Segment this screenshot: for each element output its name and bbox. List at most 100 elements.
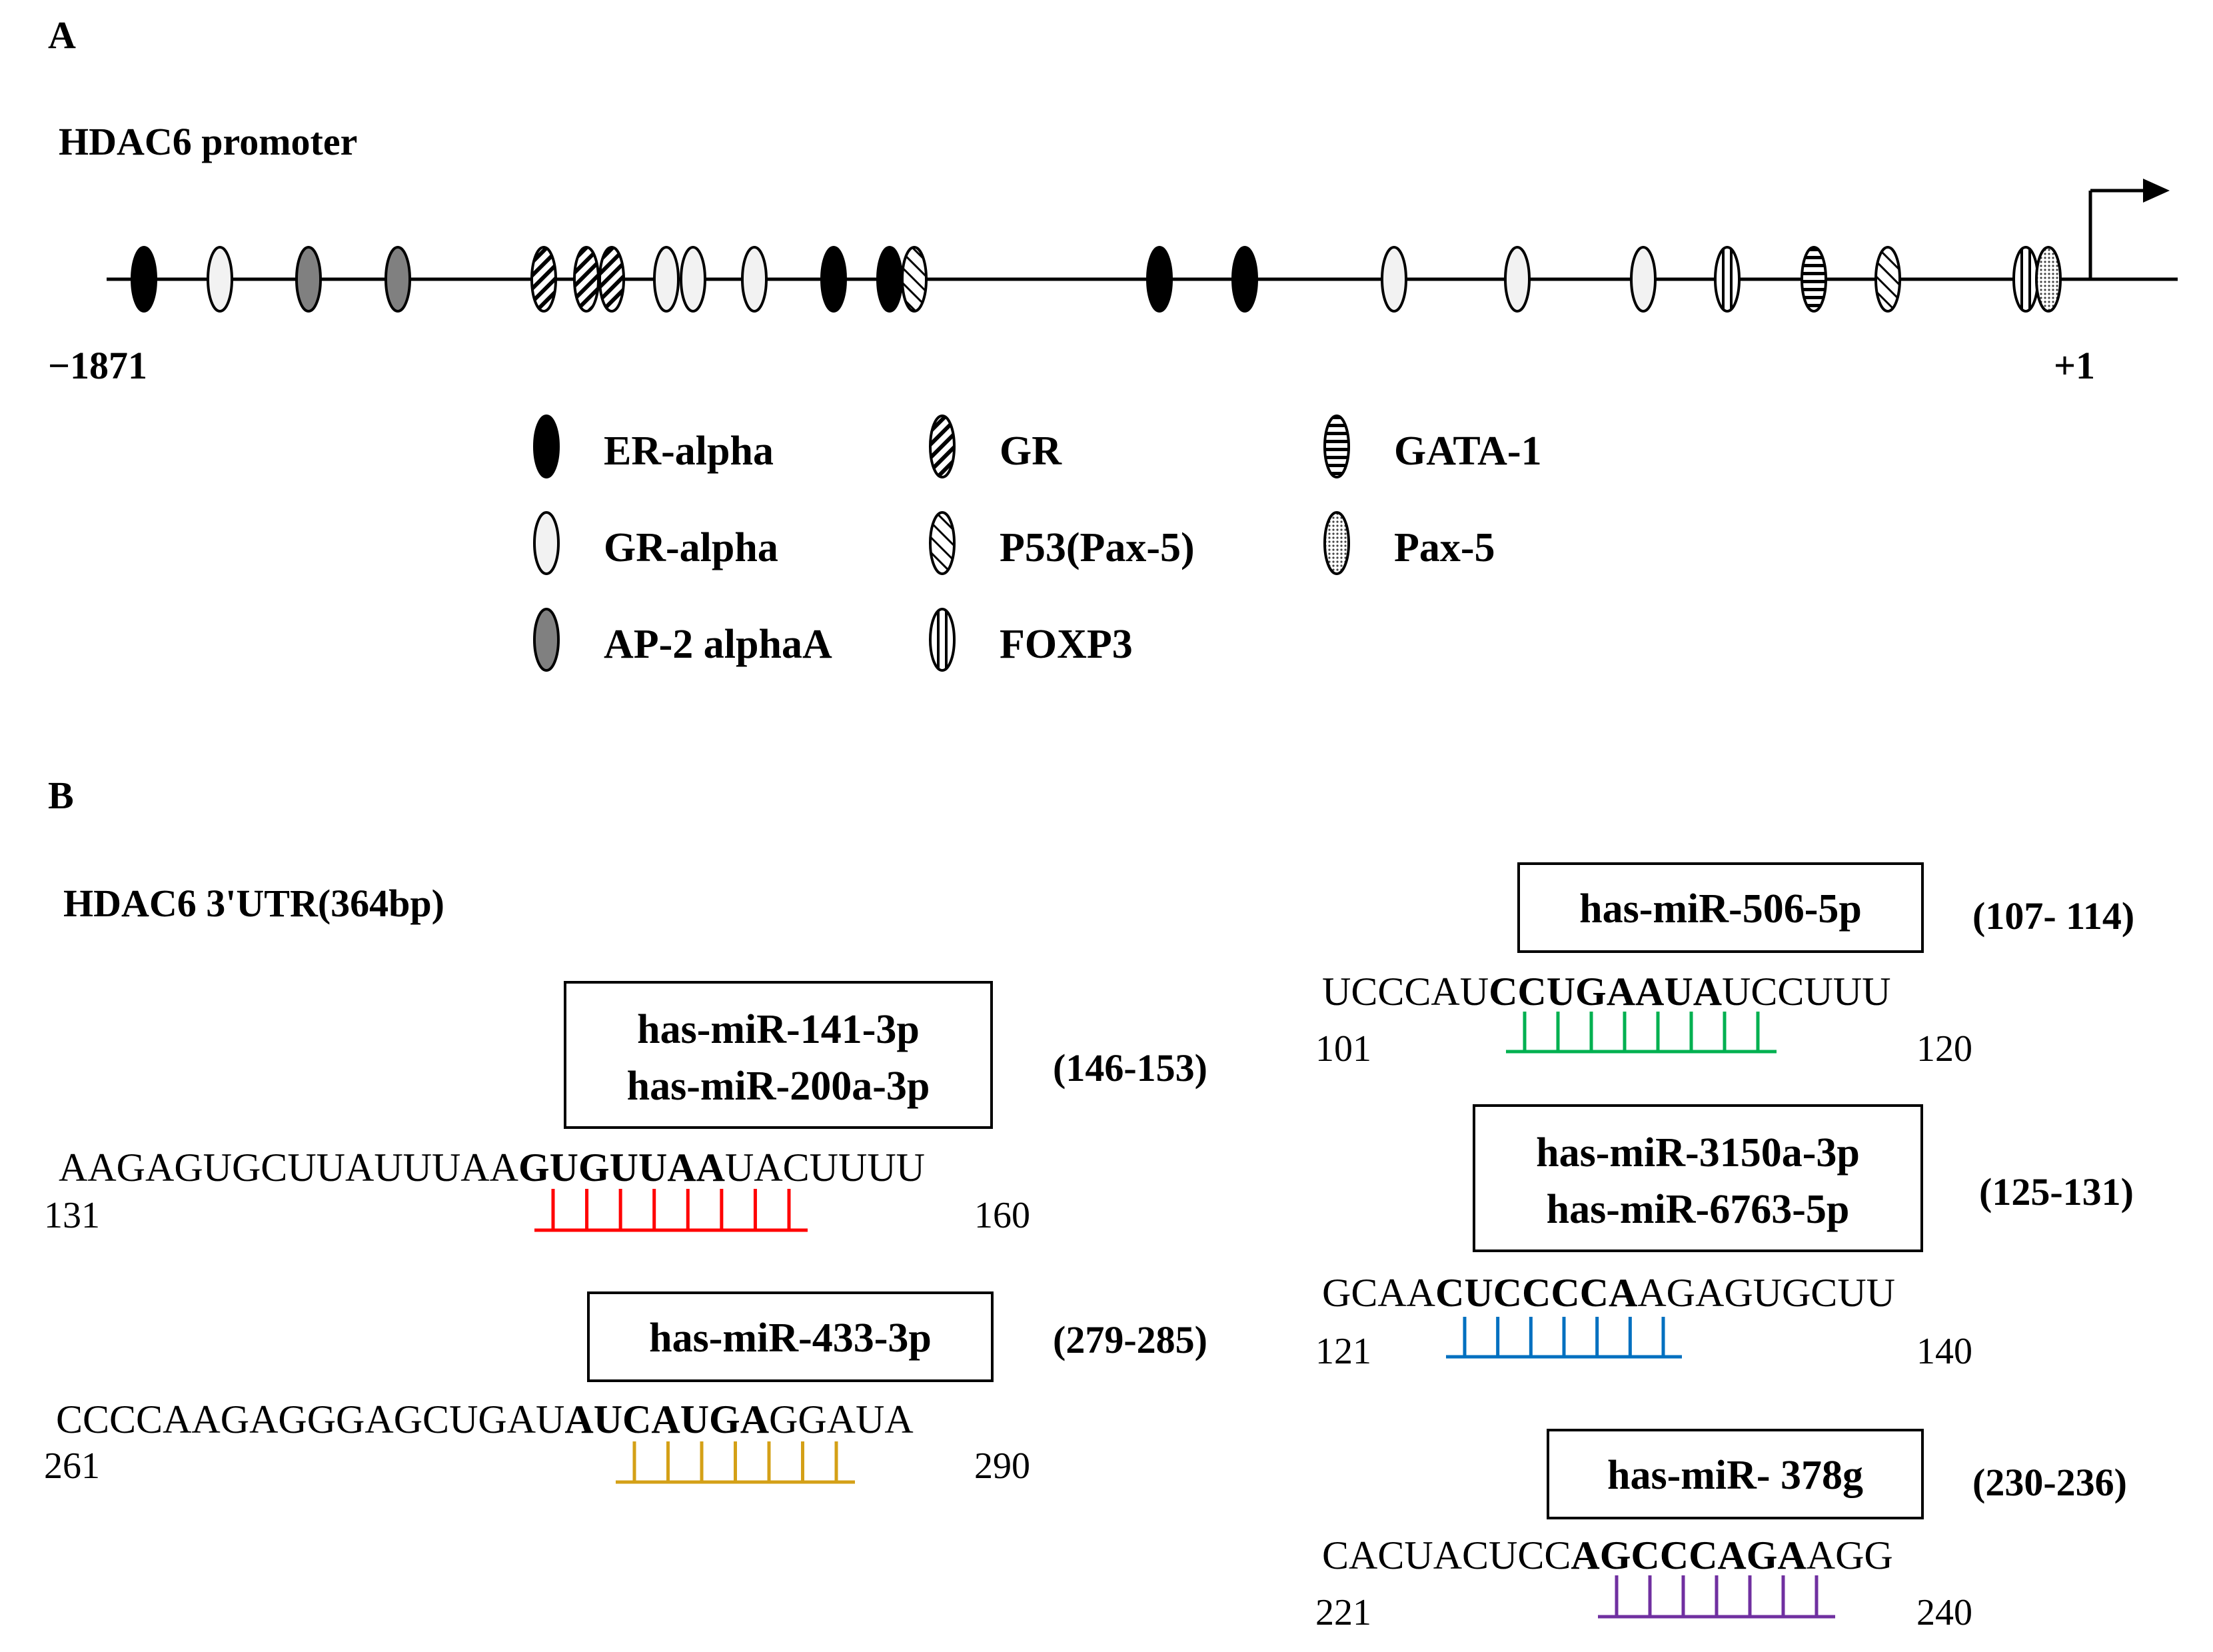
site-range: (230-236) [1972, 1461, 2127, 1504]
mirna-box [1517, 862, 1924, 953]
legend-symbol-ap2 [533, 608, 560, 672]
mirna-box [1547, 1429, 1924, 1519]
mirna-name: has-miR-433-3p [649, 1315, 932, 1361]
legend: ER-alpha GR-alpha AP-2 alphaA GR P53(Pax… [533, 414, 1542, 672]
legend-symbol-p53 [929, 511, 956, 575]
legend-label-ap2: AP-2 alphaA [604, 622, 832, 667]
utr-sequence: CACUACUCCAGCCCAGAAGG [1322, 1533, 1893, 1577]
mirna-name: has-miR-141-3p [637, 1007, 920, 1052]
legend-label-p53: P53(Pax-5) [1000, 525, 1195, 570]
seq-seed: GUGUUAA [518, 1146, 725, 1190]
mirna-site-506: has-miR-506-5p (107- 114) UCCCAUCCUGAAUA… [1315, 862, 2134, 1070]
site-gr-alpha [1381, 246, 1407, 313]
site-gr-alpha [653, 246, 680, 313]
pairing-comb [1598, 1575, 1835, 1619]
legend-label-er-alpha: ER-alpha [604, 428, 774, 474]
site-range: (107- 114) [1972, 894, 2134, 938]
legend-label-gata1: GATA-1 [1394, 428, 1542, 474]
site-gr-alpha [680, 246, 706, 313]
legend-label-pax5: Pax-5 [1394, 525, 1495, 570]
seq-end: 120 [1916, 1028, 1972, 1070]
mirna-site-378g: has-miR- 378g (230-236) CACUACUCCAGCCCAG… [1315, 1429, 2127, 1633]
mirna-site-3150a-6763: has-miR-3150a-3p has-miR-6763-5p (125-13… [1315, 1104, 2134, 1372]
mirna-name: has-miR-506-5p [1579, 886, 1862, 932]
seq-start: 121 [1315, 1331, 1371, 1372]
legend-symbol-gr [929, 414, 956, 478]
site-er-alpha [1146, 246, 1173, 313]
seq-seed: AGCCCAGA [1571, 1533, 1806, 1577]
pairing-comb [534, 1189, 808, 1232]
site-range: (125-131) [1979, 1170, 2134, 1214]
seq-pre: GCAA [1322, 1271, 1435, 1315]
panel-b: B HDAC6 3'UTR(364bp) has-miR-141-3p has-… [44, 774, 2134, 1633]
site-gr-alpha [1504, 246, 1531, 313]
seq-post: UACUUUU [725, 1146, 925, 1190]
site-er-alpha [820, 246, 847, 313]
mirna-name: has-miR-200a-3p [627, 1064, 930, 1109]
panel-a-label: A [48, 13, 76, 57]
utr-sequence: UCCCAUCCUGAAUAUCCUUU [1322, 970, 1890, 1014]
tss-arrow-icon [2088, 179, 2170, 279]
site-p53 [901, 246, 928, 313]
seq-seed: A [490, 1146, 518, 1190]
site-er-alpha [876, 246, 903, 313]
site-gr-alpha [1630, 246, 1657, 313]
mirna-site-141-200a: has-miR-141-3p has-miR-200a-3p (146-153)… [44, 981, 1207, 1236]
legend-label-gr: GR [1000, 428, 1062, 474]
seq-seed: AUCAUGA [564, 1397, 769, 1441]
seq-seed: CUCCCCA [1435, 1271, 1637, 1315]
legend-symbol-gata1 [1323, 414, 1350, 478]
pairing-comb [1506, 1012, 1777, 1054]
site-ap2 [295, 246, 322, 313]
mirna-name: has-miR-3150a-3p [1536, 1130, 1860, 1176]
seq-pre: AAGAGUGCUUAUUUA [59, 1146, 490, 1190]
mirna-box [564, 981, 993, 1129]
seq-end: 140 [1916, 1331, 1972, 1372]
seq-end: 160 [974, 1195, 1030, 1236]
pairing-comb [1446, 1317, 1682, 1359]
utr-sequence: GCAACUCCCCAAGAGUGCUU [1322, 1271, 1895, 1315]
site-gata1 [1801, 246, 1827, 313]
seq-start: 131 [44, 1195, 100, 1236]
site-gr [573, 246, 600, 313]
site-gr-alpha [741, 246, 768, 313]
seq-pre: UCCCAU [1322, 970, 1489, 1014]
legend-symbol-pax5 [1323, 511, 1350, 575]
seq-pre: CCCCAAGAGGGAGCUGAU [56, 1397, 564, 1441]
mirna-box [1473, 1104, 1923, 1252]
panel-b-label: B [48, 774, 74, 817]
seq-start: 221 [1315, 1592, 1371, 1633]
legend-symbol-foxp3 [929, 608, 956, 672]
utr-title: HDAC6 3'UTR(364bp) [63, 882, 444, 925]
seq-post: UCCUUU [1722, 970, 1890, 1014]
legend-label-foxp3: FOXP3 [1000, 622, 1133, 667]
site-range: (279-285) [1053, 1318, 1207, 1361]
site-er-alpha [1231, 246, 1258, 313]
promoter-end-label: +1 [2054, 344, 2095, 387]
seq-post: AGG [1807, 1533, 1893, 1577]
promoter-title: HDAC6 promoter [59, 120, 357, 163]
mirna-name: has-miR- 378g [1607, 1453, 1863, 1498]
site-er-alpha [131, 246, 157, 313]
site-foxp3 [1714, 246, 1741, 313]
site-gr [598, 246, 625, 313]
seq-post: GGAUA [769, 1397, 914, 1441]
seq-start: 101 [1315, 1028, 1371, 1070]
utr-sequence: AAGAGUGCUUAUUUAAGUGUUAAUACUUUU [59, 1146, 925, 1190]
site-pax5 [2035, 246, 2062, 313]
site-ap2 [384, 246, 411, 313]
promoter-start-label: −1871 [48, 344, 147, 387]
seq-pre: CACUACUCC [1322, 1533, 1571, 1577]
seq-end: 240 [1916, 1592, 1972, 1633]
mirna-box [587, 1291, 994, 1382]
legend-symbol-gr-alpha [533, 511, 560, 575]
seq-end: 290 [974, 1445, 1030, 1487]
utr-sequence: CCCCAAGAGGGAGCUGAUAUCAUGAGGAUA [56, 1397, 914, 1441]
panel-a: A HDAC6 promoter [48, 13, 2178, 672]
seq-start: 261 [44, 1445, 100, 1487]
site-gr-alpha [207, 246, 233, 313]
legend-symbol-er-alpha [533, 414, 560, 478]
pairing-comb [616, 1441, 855, 1484]
mirna-name: has-miR-6763-5p [1547, 1187, 1850, 1232]
